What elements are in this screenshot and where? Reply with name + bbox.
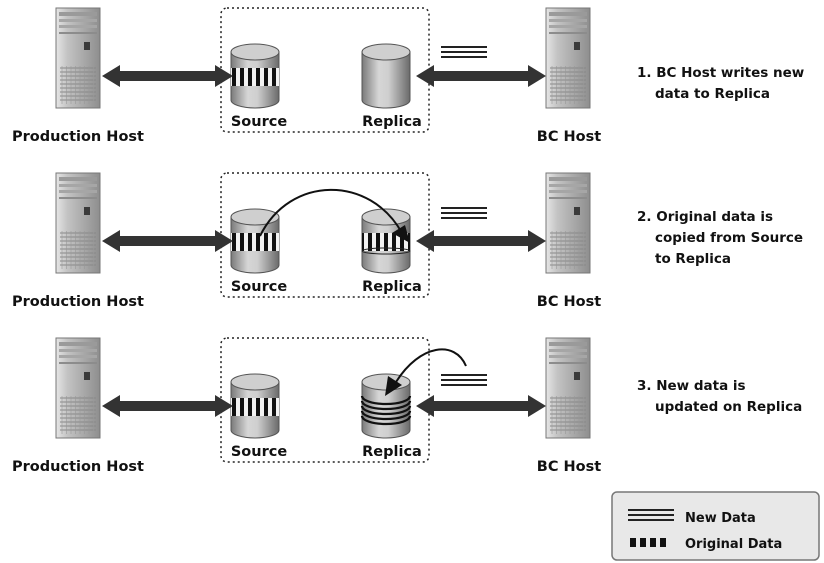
replica-to-bc-host-arrow [416, 395, 546, 417]
step-description: 2. Original data is copied from Source to … [637, 209, 803, 267]
legend-new-data-label: New Data [685, 511, 756, 526]
bc-host-label: BC Host [537, 459, 601, 475]
step-row-3: Production Host Source Replica BC Host 3. Ne… [12, 337, 802, 475]
bc-host-server-icon [545, 172, 591, 274]
step-text-line: 2. Original data is [637, 209, 773, 225]
source-label: Source [231, 444, 287, 460]
step-row-2: Production Host Source Replica BC Host 2. Or… [12, 172, 803, 310]
step-text-line: updated on Replica [655, 399, 802, 415]
legend-original-data-label: Original Data [685, 537, 782, 552]
step-text-line: copied from Source [655, 230, 803, 246]
step-text-line: to Replica [655, 251, 731, 267]
production-host-server-icon [55, 7, 101, 109]
update-arrow [385, 348, 467, 396]
replica-label: Replica [362, 279, 422, 295]
step-description: 3. New data is updated on Replica [637, 378, 802, 415]
production-to-source-arrow [102, 65, 233, 87]
bc-host-server-icon [545, 7, 591, 109]
replica-volume-icon [361, 43, 411, 109]
new-data-indicator [441, 46, 487, 58]
new-data-indicator [441, 374, 487, 386]
production-to-source-arrow [102, 395, 233, 417]
source-volume-icon [230, 208, 280, 274]
replica-to-bc-host-arrow [416, 65, 546, 87]
production-host-label: Production Host [12, 129, 144, 145]
source-label: Source [231, 279, 287, 295]
step-row-1: Production Host Source Replica BC Host 1. BC… [12, 7, 804, 145]
legend: New Data Original Data [611, 491, 820, 561]
step-text-line: 1. BC Host writes new [637, 65, 804, 81]
source-volume-icon [230, 373, 280, 439]
production-host-label: Production Host [12, 294, 144, 310]
bc-host-server-icon [545, 337, 591, 439]
production-host-server-icon [55, 337, 101, 439]
source-label: Source [231, 114, 287, 130]
replica-label: Replica [362, 114, 422, 130]
production-to-source-arrow [102, 230, 233, 252]
replica-to-bc-host-arrow [416, 230, 546, 252]
replica-volume-icon [360, 373, 412, 439]
new-data-indicator [441, 207, 487, 219]
production-host-server-icon [55, 172, 101, 274]
replica-volume-icon [361, 208, 411, 274]
original-data-icon [630, 538, 666, 547]
bc-host-label: BC Host [537, 294, 601, 310]
replica-label: Replica [362, 444, 422, 460]
copy-arrow [259, 188, 410, 243]
new-data-icon [628, 509, 674, 521]
step-text-line: 3. New data is [637, 378, 746, 394]
production-host-label: Production Host [12, 459, 144, 475]
bc-host-label: BC Host [537, 129, 601, 145]
step-description: 1. BC Host writes new data to Replica [637, 65, 804, 102]
source-volume-icon [230, 43, 280, 109]
step-text-line: data to Replica [655, 86, 770, 102]
